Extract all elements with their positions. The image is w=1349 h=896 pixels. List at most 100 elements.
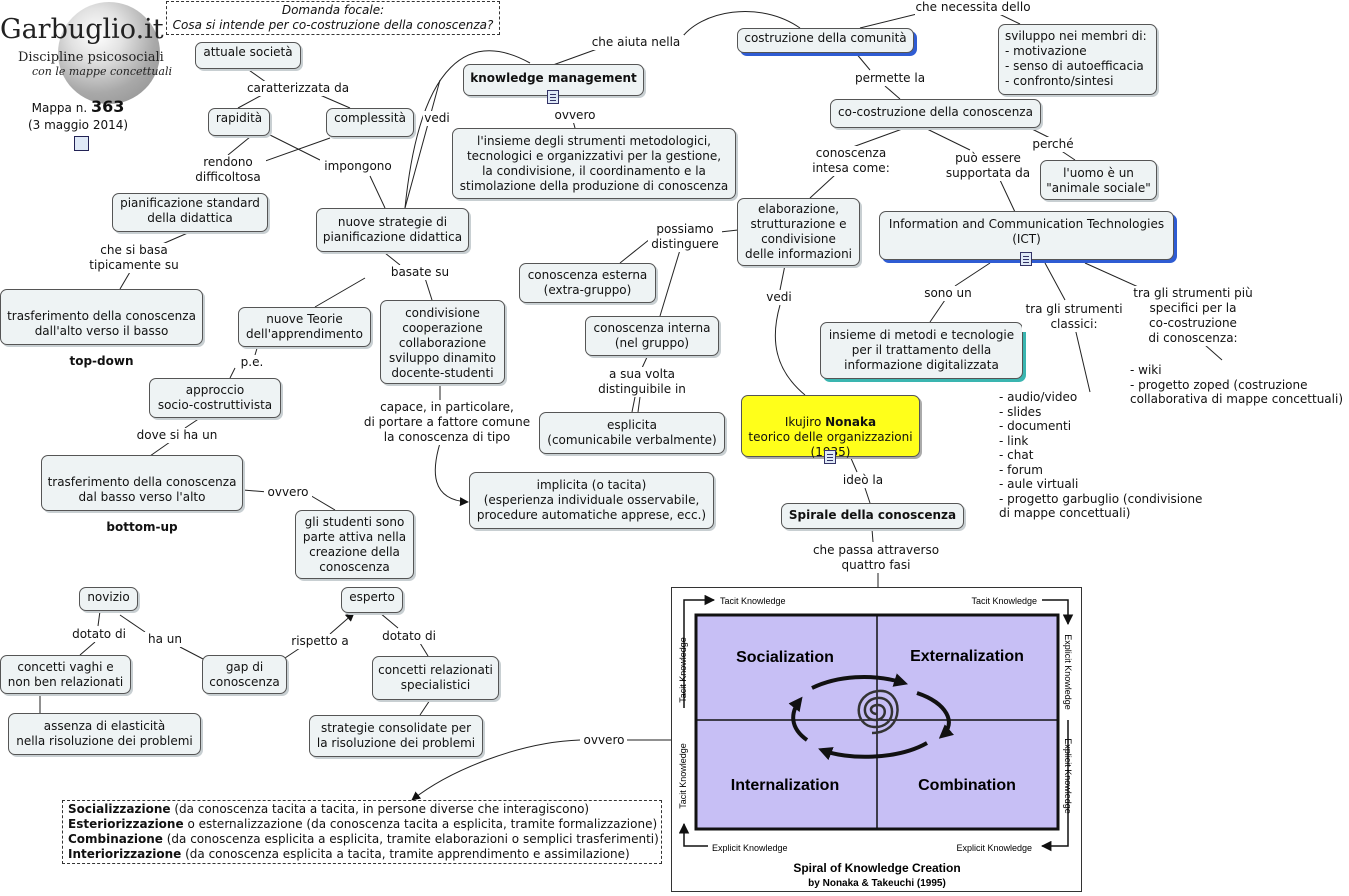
node-studenti-parte-attiva[interactable]: gli studenti sono parte attiva nella cre… bbox=[295, 510, 414, 579]
label-bottom-right: Explicit Knowledge bbox=[956, 843, 1032, 853]
node-esperto[interactable]: esperto bbox=[341, 587, 403, 613]
link-conoscenza-intesa: conoscenza intesa come: bbox=[810, 146, 892, 176]
legend-desc: (da conoscenza esplicita a tacita, trami… bbox=[181, 847, 630, 861]
quadrant-externalization: Externalization bbox=[910, 648, 1024, 665]
link-ideo-la: ideò la bbox=[838, 473, 888, 488]
figure-caption: Spiral of Knowledge Creation bbox=[793, 861, 960, 875]
link-ovvero-spirale: ovvero bbox=[581, 733, 627, 748]
node-insieme-metodi[interactable]: insieme di metodi e tecnologie per il tr… bbox=[820, 322, 1023, 379]
node-nuove-strategie[interactable]: nuove strategie di pianificazione didatt… bbox=[316, 208, 469, 252]
node-sviluppo-membri[interactable]: sviluppo nei membri di: - motivazione - … bbox=[998, 24, 1157, 95]
logo-sphere bbox=[58, 2, 160, 104]
map-date: (3 maggio 2014) bbox=[27, 118, 129, 132]
top-down-keyword: top-down bbox=[69, 354, 134, 368]
legend-term: Socializzazione bbox=[68, 802, 171, 816]
link-permette-la: permette la bbox=[850, 71, 930, 86]
link-ha-un: ha un bbox=[143, 632, 187, 647]
node-concetti-relazionati[interactable]: concetti relazionati specialistici bbox=[372, 656, 499, 700]
link-dotato-di-esperto: dotato di bbox=[378, 629, 440, 644]
logo-title[interactable]: Garbuglio.it bbox=[0, 14, 164, 45]
link-vedi-km: vedi bbox=[423, 111, 451, 126]
node-strategie-consolidate[interactable]: strategie consolidate per la risoluzione… bbox=[309, 715, 483, 757]
phases-legend: Socializzazione (da conoscenza tacita a … bbox=[62, 800, 662, 864]
link-sono-un: sono un bbox=[920, 286, 976, 301]
node-implicita[interactable]: implicita (o tacita) (esperienza individ… bbox=[469, 472, 714, 529]
node-trasferimento-top-down[interactable]: trasferimento della conoscenza dall'alto… bbox=[0, 289, 203, 368]
legend-row: Esteriorizzazione o esternalizzazione (d… bbox=[68, 817, 658, 832]
node-assenza-elasticita[interactable]: assenza di elasticità nella risoluzione … bbox=[8, 713, 201, 755]
map-label: Mappa n. bbox=[31, 101, 88, 115]
node-spirale-conoscenza[interactable]: Spirale della conoscenza bbox=[781, 503, 964, 529]
document-icon[interactable] bbox=[1020, 252, 1032, 266]
seci-diagram: Socialization Externalization Internaliz… bbox=[678, 594, 1074, 889]
bottom-up-keyword: bottom-up bbox=[106, 520, 178, 534]
label-top-left: Tacit Knowledge bbox=[720, 596, 786, 606]
link-ovvero-km: ovvero bbox=[552, 108, 598, 123]
link-strumenti-specifici: tra gli strumenti più specifici per la c… bbox=[1130, 286, 1256, 346]
node-pianificazione-standard[interactable]: pianificazione standard della didattica bbox=[112, 193, 268, 232]
node-attuale-societa[interactable]: attuale società bbox=[195, 42, 301, 69]
node-concetti-vaghi[interactable]: concetti vaghi e non ben relazionati bbox=[0, 655, 131, 694]
node-nonaka[interactable]: Ikujiro Nonaka teorico delle organizzazi… bbox=[741, 395, 920, 459]
node-co-costruzione[interactable]: co-costruzione della conoscenza bbox=[830, 99, 1041, 128]
node-km-definizione[interactable]: l'insieme degli strumenti metodologici, … bbox=[452, 128, 736, 199]
node-uomo-animale-sociale[interactable]: l'uomo è un "animale sociale" bbox=[1040, 160, 1157, 200]
label-bottom-left: Explicit Knowledge bbox=[712, 843, 788, 853]
legend-row: Interiorizzazione (da conoscenza esplici… bbox=[68, 847, 656, 862]
link-a-sua-volta: a sua volta distinguibile in bbox=[594, 367, 690, 397]
label-left-bottom: Tacit Knowledge bbox=[678, 743, 688, 809]
focus-label: Domanda focale: bbox=[281, 3, 385, 17]
node-nuove-teorie[interactable]: nuove Teorie dell'apprendimento bbox=[238, 307, 371, 347]
bottom-up-text: trasferimento della conoscenza dal basso… bbox=[47, 475, 237, 504]
link-che-aiuta-nella: che aiuta nella bbox=[588, 35, 684, 50]
quadrant-socialization: Socialization bbox=[736, 649, 834, 666]
node-ict[interactable]: Information and Communication Technologi… bbox=[879, 211, 1174, 260]
document-icon[interactable] bbox=[547, 90, 559, 104]
link-impongono: impongono bbox=[320, 159, 396, 174]
legend-desc: o esternalizzazione (da conoscenza tacit… bbox=[183, 817, 658, 831]
node-complessita[interactable]: complessità bbox=[326, 108, 414, 137]
node-conoscenza-esterna[interactable]: conoscenza esterna (extra-gruppo) bbox=[519, 263, 656, 303]
label-top-right: Tacit Knowledge bbox=[971, 596, 1037, 606]
nonaka-first-name: Ikujiro bbox=[784, 415, 826, 429]
node-esplicita[interactable]: esplicita (comunicabile verbalmente) bbox=[539, 412, 725, 454]
label-right-top: Explicit Knowledge bbox=[1063, 634, 1073, 710]
quadrant-internalization: Internalization bbox=[731, 777, 839, 794]
node-conoscenza-interna[interactable]: conoscenza interna (nel gruppo) bbox=[585, 316, 719, 356]
label-left-top: Tacit Knowledge bbox=[678, 637, 688, 703]
map-number-block: Mappa n. 363 (3 maggio 2014) bbox=[18, 98, 138, 134]
document-icon[interactable] bbox=[824, 450, 836, 464]
link-vedi-nonaka: vedi bbox=[765, 290, 793, 305]
legend-desc: (da conoscenza esplicita a esplicita, tr… bbox=[162, 832, 659, 846]
list-strumenti-classici: - audio/video - slides - documenti - lin… bbox=[999, 390, 1203, 520]
link-puo-essere-supportata: può essere supportata da bbox=[940, 151, 1036, 181]
node-costruzione-comunita[interactable]: costruzione della comunità bbox=[737, 28, 914, 53]
nonaka-last-name: Nonaka bbox=[825, 415, 877, 429]
node-condivisione-cooperazione[interactable]: condivisione cooperazione collaborazione… bbox=[380, 300, 505, 384]
link-pe: p.e. bbox=[236, 355, 268, 370]
map-number: 363 bbox=[90, 97, 125, 116]
legend-term: Combinazione bbox=[68, 832, 163, 846]
node-novizio[interactable]: novizio bbox=[79, 587, 138, 611]
focus-question: Cosa si intende per co-costruzione della… bbox=[172, 18, 494, 32]
link-basate-su: basate su bbox=[386, 265, 454, 280]
link-che-necessita-dello: che necessita dello bbox=[915, 0, 1031, 15]
focus-question-box: Domanda focale: Cosa si intende per co-c… bbox=[166, 1, 500, 35]
list-strumenti-specifici: - wiki - progetto zoped (costruzione col… bbox=[1130, 363, 1343, 406]
quadrant-combination: Combination bbox=[918, 777, 1016, 794]
node-trasferimento-bottom-up[interactable]: trasferimento della conoscenza dal basso… bbox=[41, 455, 243, 534]
link-rendono-difficoltosa: rendono difficoltosa bbox=[190, 155, 266, 185]
node-gap-conoscenza[interactable]: gap di conoscenza bbox=[202, 655, 287, 694]
concept-map-icon[interactable] bbox=[74, 136, 89, 151]
logo-tagline: con le mappe concettuali bbox=[32, 65, 173, 78]
node-rapidita[interactable]: rapidità bbox=[208, 108, 270, 136]
node-approccio-socio-costruttivista[interactable]: approccio socio-costruttivista bbox=[149, 378, 281, 418]
link-perche: perché bbox=[1028, 137, 1078, 152]
link-rispetto-a: rispetto a bbox=[286, 634, 354, 649]
node-elaborazione-informazioni[interactable]: elaborazione, strutturazione e condivisi… bbox=[737, 198, 860, 266]
figure-credit: by Nonaka & Takeuchi (1995) bbox=[808, 878, 946, 889]
link-che-si-basa: che si basa tipicamente su bbox=[86, 243, 182, 273]
legend-term: Interiorizzazione bbox=[68, 847, 182, 861]
link-che-passa-attraverso: che passa attraverso quattro fasi bbox=[808, 543, 944, 573]
